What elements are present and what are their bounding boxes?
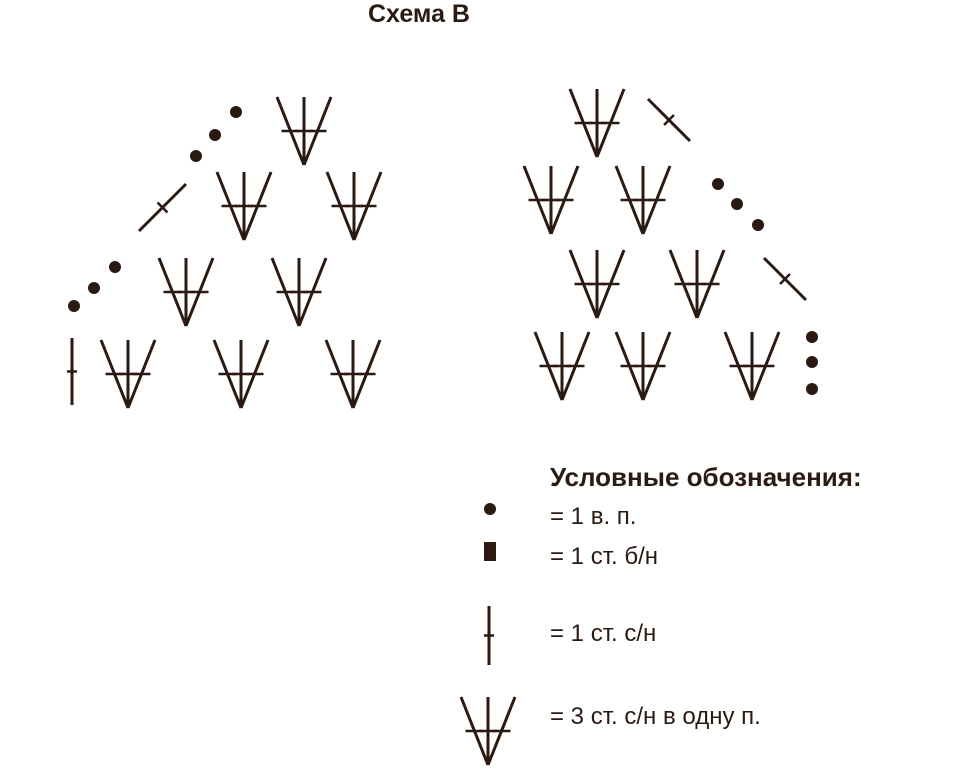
- legend-sc-square-icon: [484, 542, 496, 561]
- chain-dot: [731, 198, 743, 210]
- legend-fan-icon: [459, 696, 517, 766]
- chain-dot: [209, 129, 221, 141]
- chain-dot: [806, 331, 818, 343]
- fan-symbol: [99, 339, 157, 409]
- fan-symbol: [614, 331, 672, 401]
- chain-dot: [88, 282, 100, 294]
- fan-symbol: [568, 249, 626, 319]
- dc-symbol: [67, 338, 77, 405]
- diagram-title: Схема В: [368, 0, 470, 28]
- chain-dot: [806, 356, 818, 368]
- legend-fan-label: = 3 ст. с/н в одну п.: [550, 703, 761, 730]
- legend-chain-dot-icon: [484, 503, 496, 515]
- sc-symbol: [137, 182, 188, 233]
- chain-dot: [68, 300, 80, 312]
- fan-symbol: [568, 88, 626, 158]
- chain-dot: [806, 383, 818, 395]
- chain-dot: [109, 261, 121, 273]
- chain-dot: [190, 150, 202, 162]
- fan-symbol: [324, 339, 382, 409]
- fan-symbol: [275, 96, 333, 166]
- chain-dot: [712, 178, 724, 190]
- legend-dc-label: = 1 ст. с/н: [550, 620, 657, 647]
- fan-symbol: [325, 171, 383, 241]
- legend-title: Условные обозначения:: [550, 462, 862, 492]
- sc-symbol: [762, 256, 808, 302]
- sc-symbol: [646, 97, 692, 143]
- fan-symbol: [215, 171, 273, 241]
- fan-symbol: [723, 331, 781, 401]
- fan-symbol: [522, 165, 580, 235]
- legend-chain-label: = 1 в. п.: [550, 503, 637, 530]
- fan-symbol: [533, 331, 591, 401]
- legend-dc-stick-icon: [484, 606, 494, 665]
- fan-symbol: [157, 257, 215, 327]
- chain-dot: [752, 219, 764, 231]
- legend-sc-label: = 1 ст. б/н: [550, 543, 659, 570]
- fan-symbol: [212, 339, 270, 409]
- fan-symbol: [614, 165, 672, 235]
- fan-symbol: [270, 257, 328, 327]
- chain-dot: [230, 106, 242, 118]
- fan-symbol: [668, 249, 726, 319]
